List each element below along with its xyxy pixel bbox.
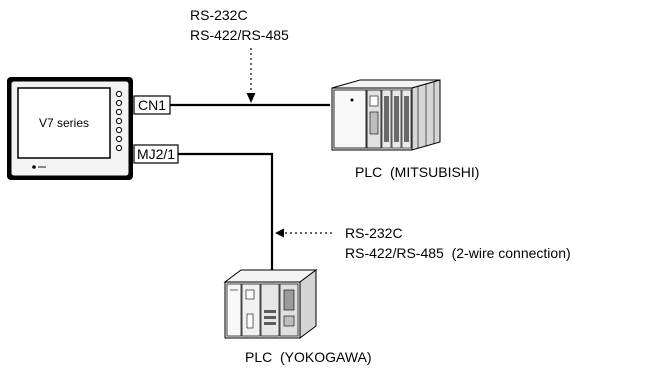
plc-yokogawa <box>223 269 318 339</box>
callout-arrow-bottom <box>275 228 332 238</box>
cable-mj2-to-yokogawa <box>178 152 274 272</box>
hmi-led-icon <box>32 165 36 169</box>
port-cn1-label: CN1 <box>138 97 166 113</box>
link-top-line2: RS-422/RS-485 <box>190 27 289 43</box>
hmi-device: V7 series <box>7 77 133 180</box>
link-bottom-line1: RS-232C <box>345 225 403 241</box>
hmi-screen <box>17 87 111 159</box>
plc-mitsubishi-label: PLC (MITSUBISHI) <box>355 164 479 180</box>
port-mj2-label: MJ2/1 <box>137 146 175 162</box>
link-bottom-line2: RS-422/RS-485 (2-wire connection) <box>345 245 571 261</box>
hmi-function-keys <box>115 90 123 152</box>
callout-arrow-top <box>246 48 256 103</box>
plc-yokogawa-label: PLC (YOKOGAWA) <box>245 349 372 365</box>
port-mj2: MJ2/1 <box>133 144 179 164</box>
hmi-logo <box>38 166 46 168</box>
plc-mitsubishi <box>331 79 441 151</box>
port-cn1: CN1 <box>133 95 171 115</box>
hmi-screen-label: V7 series <box>39 116 89 130</box>
link-top-line1: RS-232C <box>190 7 248 23</box>
